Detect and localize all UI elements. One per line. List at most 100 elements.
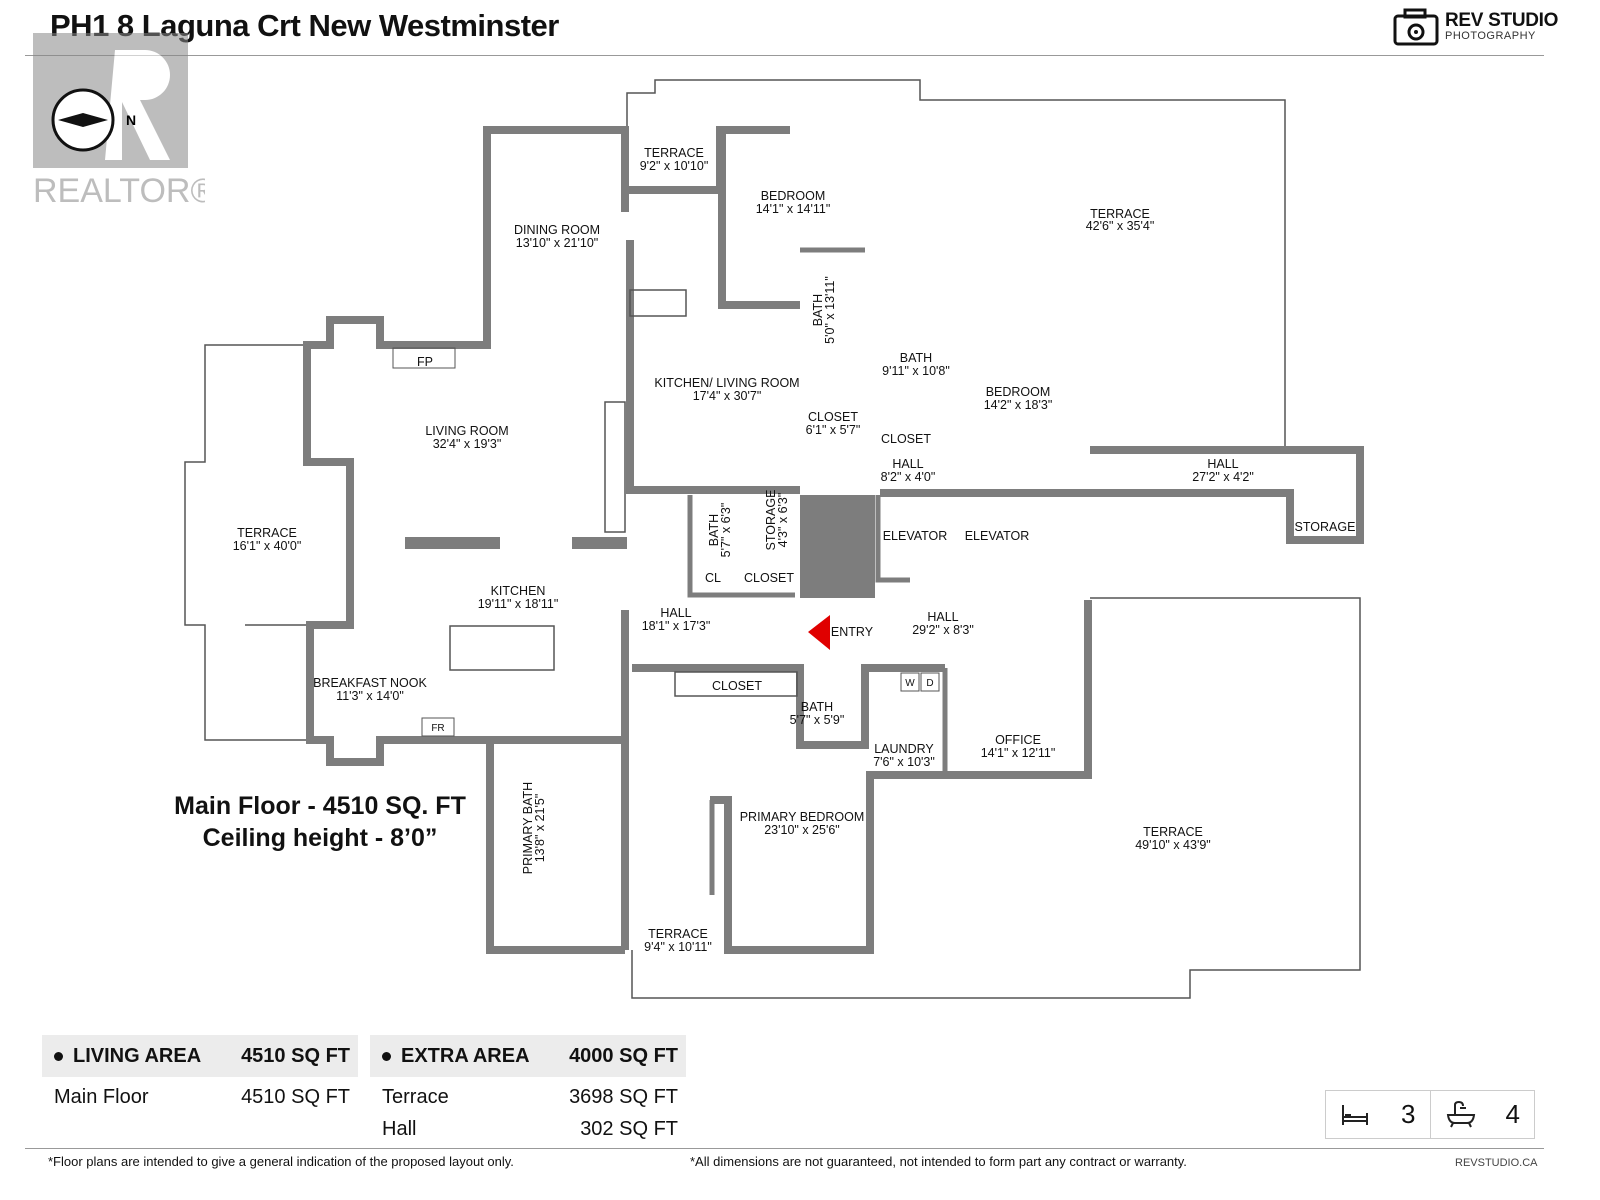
room-name: LIVING ROOM [425,424,508,438]
room-name: BEDROOM [986,385,1051,399]
room-name: ENTRY [831,625,874,639]
extra-area-table: EXTRA AREA 4000 SQ FT Terrace 3698 SQ FT H… [370,1035,686,1145]
row-label: Hall [382,1117,417,1140]
room-name: CLOSET [808,410,858,424]
room-name: BREAKFAST NOOK [313,676,427,690]
room-dims: 5'7" x 6'3" [719,503,733,558]
room-name: KITCHEN [491,584,546,598]
bedroom-count: 3 [1326,1091,1430,1138]
bathtub-icon [1446,1100,1475,1127]
table-row: Main Floor 4510 SQ FT [42,1081,358,1113]
room-dims: 5'0" x 13'11" [823,276,837,344]
header-divider [25,55,1544,56]
room-name: LAUNDRY [874,742,934,756]
brand-name: REV STUDIO [1445,10,1559,31]
extra-area-header: EXTRA AREA [401,1044,530,1067]
floor-info: Main Floor - 4510 SQ. FT Ceiling height … [150,790,490,854]
floor-area-text: Main Floor - 4510 SQ. FT [174,792,466,820]
room-name: PRIMARY BEDROOM [740,810,865,824]
room-dims: 13'10" x 21'10" [516,236,598,250]
fireplace-label: FP [417,355,433,369]
bed-icon [1342,1104,1368,1125]
entry-marker-icon [808,615,830,650]
room-dims: 27'2" x 4'2" [1192,470,1254,484]
room-name: HALL [892,457,923,471]
room-dims: 9'2" x 10'10" [640,159,709,173]
room-name: BATH [811,294,825,326]
room-dims: 4'3" x 6'3" [776,493,790,548]
compass-icon: N [51,88,136,152]
room-name: BEDROOM [761,189,826,203]
room-name: STORAGE [764,490,778,551]
brand-subtitle: PHOTOGRAPHY [1445,30,1536,42]
room-dims: 17'4" x 30'7" [693,389,762,403]
room-name: HALL [660,606,691,620]
living-area-header: LIVING AREA [73,1044,202,1067]
room-name: DINING ROOM [514,223,600,237]
room-dims: 49'10" x 43'9" [1135,838,1211,852]
room-dims: 19'11" x 18'11" [478,597,559,611]
dryer-label: D [926,678,933,689]
footer-divider [25,1148,1544,1149]
fireplace [392,347,456,369]
table-row: Hall 302 SQ FT [370,1113,686,1145]
living-area-total: 4510 SQ FT [241,1044,350,1067]
fridge-label: FR [431,723,444,734]
bathroom-count-value: 4 [1505,1099,1520,1129]
room-name: ELEVATOR [883,529,948,543]
walls [303,126,1364,954]
room-name: CL [705,571,721,585]
room-dims: 11'3" x 14'0" [336,689,404,703]
footer-note-left: *Floor plans are intended to give a gene… [48,1154,514,1169]
room-dims: 23'10" x 25'6" [764,823,840,837]
room-dims: 42'6" x 35'4" [1086,219,1155,233]
row-label: Main Floor [54,1085,149,1108]
bedroom-count-value: 3 [1401,1099,1416,1129]
table-row: Terrace 3698 SQ FT [370,1081,686,1113]
room-dims: 14'1" x 12'11" [981,746,1056,760]
room-dims: 18'1" x 17'3" [642,619,711,633]
footer-note-right: *All dimensions are not guaranteed, not … [690,1154,1187,1169]
room-name: STORAGE [1295,520,1356,534]
room-name: TERRACE [1143,825,1203,839]
row-value: 3698 SQ FT [569,1085,678,1108]
terrace-outlines [184,79,1361,999]
room-name: HALL [927,610,958,624]
room-name: TERRACE [644,146,704,160]
row-label: Terrace [382,1085,449,1108]
room-dims: 32'4" x 19'3" [433,437,502,451]
room-name: BATH [707,514,721,546]
row-value: 302 SQ FT [580,1117,678,1140]
room-name: TERRACE [1090,207,1150,221]
realtor-watermark-text: REALTOR® [33,172,205,210]
room-name: CLOSET [881,432,931,446]
room-name: ELEVATOR [965,529,1030,543]
room-name: KITCHEN/ LIVING ROOM [654,376,799,390]
room-dims: 7'6" x 10'3" [873,755,935,769]
room-dims: 5'7" x 5'9" [790,713,845,727]
room-name: HALL [1207,457,1238,471]
extra-area-total: 4000 SQ FT [569,1044,678,1067]
bullet-icon [382,1051,391,1061]
living-area-table: LIVING AREA 4510 SQ FT Main Floor 4510 SQ … [42,1035,358,1113]
room-dims: 14'2" x 18'3" [984,398,1053,412]
bathroom-count: 4 [1429,1091,1535,1138]
washer-label: W [905,678,915,689]
room-name: OFFICE [995,733,1041,747]
room-dims: 16'1" x 40'0" [233,539,302,553]
room-name: BATH [801,700,833,714]
room-name: TERRACE [237,526,297,540]
room-dims: 14'1" x 14'11" [756,202,831,216]
room-name: TERRACE [648,927,708,941]
camera-icon [1393,8,1439,46]
room-dims: 6'1" x 5'7" [806,423,861,437]
ceiling-height-text: Ceiling height - 8’0” [202,824,438,852]
row-value: 4510 SQ FT [241,1085,350,1108]
room-name: CLOSET [712,679,762,693]
room-dims: 9'4" x 10'11" [644,940,712,954]
room-name: CLOSET [744,571,794,585]
room-dims: 9'11" x 10'8" [882,364,950,378]
room-counts: 3 4 [1325,1090,1535,1139]
room-name: BATH [900,351,932,365]
